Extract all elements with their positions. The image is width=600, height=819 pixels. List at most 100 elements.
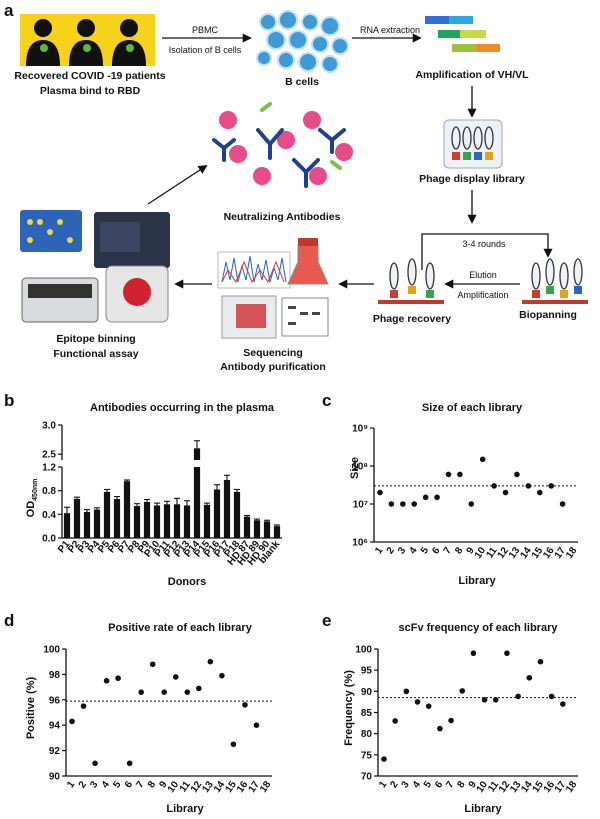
chart-b-bar [183, 505, 191, 538]
chart-b-bar [123, 481, 131, 538]
chart-e-xtick-label: 4 [411, 779, 423, 790]
chart-c-point [548, 483, 554, 489]
chart-d-ytick-label: 96 [49, 695, 61, 706]
chart-c-point [502, 489, 509, 496]
panel-d-letter: d [4, 611, 14, 630]
arrow-rna-label: RNA extraction [360, 25, 420, 35]
chart-c-point [422, 494, 429, 501]
chart-e-xtick-label: 8 [455, 779, 467, 790]
chart-d-point [219, 672, 225, 679]
panel-c: c Size of each library Size Library 10⁶1… [322, 391, 580, 587]
instruments-illustration [20, 210, 170, 323]
chart-e-point [526, 674, 533, 681]
patients-label-1: Recovered COVID -19 patients [14, 70, 165, 82]
chart-d-point [161, 689, 168, 695]
chart-d-xtick-label: 1 [65, 779, 77, 790]
chart-d-ytick-label: 94 [49, 721, 61, 732]
chart-d-xtick-label: 2 [77, 779, 89, 790]
biopanning-label: Biopanning [519, 309, 577, 321]
chart-b-bar [193, 448, 201, 460]
chart-b-bar [93, 509, 101, 538]
arrow-isolation-label: Isolation of B cells [169, 45, 242, 55]
chart-d-point [253, 722, 260, 728]
chart-d-point [242, 702, 248, 708]
chart-c-point [525, 483, 532, 489]
neutralizing-label: Neutralizing Antibodies [224, 211, 341, 223]
chart-e-xtick-label: 7 [444, 779, 456, 790]
chart-d-xtick-label: 4 [100, 779, 112, 790]
chart-c-xtick-label: 5 [419, 545, 431, 556]
chart-d-xtick-label: 9 [157, 779, 169, 790]
chart-e-point [459, 688, 466, 694]
chart-c-point [377, 489, 383, 496]
chart-c-xtick-label: 3 [396, 545, 408, 556]
panel-b: b Antibodies occurring in the plasma OD4… [4, 391, 283, 588]
chart-d-xtick-label: 8 [146, 779, 158, 790]
chart-c-point [388, 501, 395, 507]
chart-b-bar-lower [193, 467, 201, 538]
chart-c-ytick-label: 10⁸ [352, 462, 368, 473]
chart-e-title: scFv frequency of each library [399, 622, 559, 634]
chart-b-bar [233, 491, 241, 538]
panel-e: e scFv frequency of each library Frequen… [322, 611, 580, 815]
chart-c-xtick-label: 6 [430, 545, 442, 556]
rounds-bracket [421, 233, 553, 270]
chart-c-ytick-label: 10⁷ [353, 500, 368, 511]
panel-e-letter: e [322, 611, 331, 630]
chart-d-ytick-label: 92 [49, 746, 61, 757]
chart-e-xtick-label: 5 [422, 779, 434, 790]
chart-d-xtick-label: 7 [134, 779, 146, 790]
chart-b-plot: 0.00.40.81.22.53.0P1P2P3P4P5P6P7P8P9P10P… [42, 421, 282, 568]
chart-d-point [92, 760, 98, 767]
chart-b-title: Antibodies occurring in the plasma [90, 402, 275, 414]
chart-b-bar [153, 505, 161, 538]
chart-e-point [437, 725, 443, 732]
neutralizing-illustration [212, 102, 353, 188]
chart-e-ytick-label: 75 [361, 750, 373, 761]
chart-c-xtick-label: 2 [385, 545, 397, 556]
chart-c-point [434, 494, 440, 501]
chart-b-bar [213, 489, 221, 538]
amplification-label: Amplification of VH/VL [415, 69, 529, 81]
chart-b-bar [63, 513, 71, 538]
chart-c-point [479, 456, 486, 463]
chart-c-xtick-label: 4 [407, 545, 419, 556]
chart-e-ytick-label: 90 [361, 687, 373, 698]
patients-illustration [20, 14, 155, 66]
chart-d-xtick-label: 5 [111, 779, 123, 790]
chart-e-xtick-label: 6 [433, 779, 445, 790]
chart-d-xlabel: Library [166, 803, 204, 815]
chart-e-xtick-label: 9 [467, 779, 479, 790]
chart-b-bar [253, 520, 261, 538]
chart-d-xtick-label: 6 [123, 779, 135, 790]
chart-c-xtick-label: 7 [442, 545, 454, 556]
chart-b-bar [173, 504, 181, 538]
chart-e-point [392, 718, 398, 724]
chart-c-point [411, 501, 418, 507]
chart-e-xtick-label: 18 [564, 779, 580, 795]
arrow-amplification-label: Amplification [457, 290, 508, 300]
chart-b-ytick-label: 3.0 [42, 421, 56, 432]
arrow-elution-label: Elution [469, 270, 497, 280]
sequencing-illustration [217, 238, 329, 339]
chart-e-plot: 7075808590951001234567891011121314151617… [355, 645, 579, 795]
chart-d-title: Positive rate of each library [108, 622, 253, 634]
chart-b-bar [203, 504, 211, 538]
chart-d-xtick-label: 3 [88, 779, 100, 790]
chart-b-ytick-label: 0.4 [42, 510, 56, 521]
chart-c-ytick-label: 10⁶ [352, 538, 368, 549]
chart-d-point [207, 658, 214, 665]
chart-e-point [560, 701, 566, 707]
arrow-to-neutralizing [147, 165, 208, 205]
patients-label-2: Plasma bind to RBD [40, 85, 141, 97]
chart-c-point [536, 489, 543, 496]
chart-b-ytick-label: 0.0 [42, 534, 56, 545]
chart-e-point [515, 693, 521, 700]
epitope-label-1: Epitope binning [56, 333, 135, 345]
chart-b-bar [83, 511, 91, 538]
bcells-label: B cells [285, 76, 319, 88]
chart-d-point [126, 760, 133, 767]
chart-b-bar [273, 526, 281, 538]
phage-recovery-illustration [378, 258, 444, 304]
